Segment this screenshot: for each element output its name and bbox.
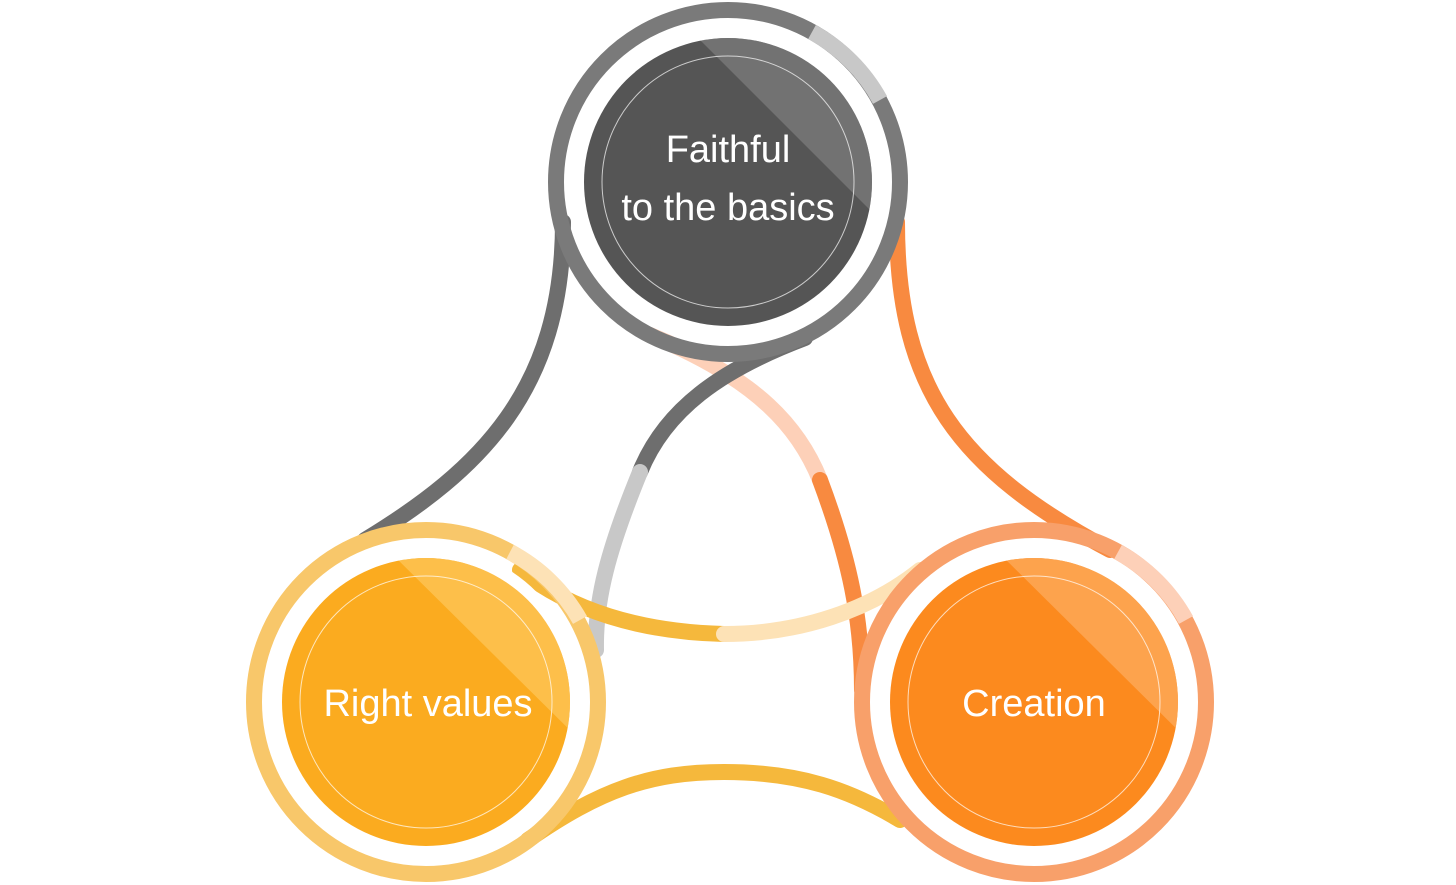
node-top-outer-ring bbox=[548, 2, 908, 362]
node-left-inner-line bbox=[299, 575, 553, 829]
connector-left-right-upper bbox=[512, 562, 732, 642]
connector-top-left-inner-2 bbox=[587, 464, 648, 658]
node-right-inner-line bbox=[907, 575, 1161, 829]
connector-top-right bbox=[889, 214, 1118, 558]
node-left-label: Right values bbox=[323, 683, 532, 725]
connector-left-right-lower bbox=[520, 763, 908, 848]
node-left: Right values bbox=[246, 522, 606, 882]
node-top-ring-accent bbox=[808, 24, 888, 104]
node-top-label-line1: Faithful bbox=[666, 129, 791, 171]
svg-text:Faithful: Faithful bbox=[666, 129, 791, 171]
node-right-ring-accent bbox=[1114, 544, 1194, 624]
node-top: Faithful to the basics bbox=[548, 2, 908, 362]
connector-top-right-inner-2 bbox=[812, 472, 870, 698]
svg-text:to the basics: to the basics bbox=[621, 187, 834, 229]
node-top-inner-line bbox=[601, 55, 855, 309]
connector-top-left bbox=[357, 214, 571, 548]
node-left-outer-ring bbox=[246, 522, 606, 882]
node-top-label-line2: to the basics bbox=[621, 187, 834, 229]
node-right-label: Creation bbox=[962, 683, 1106, 725]
node-left-ring-accent bbox=[506, 544, 587, 625]
node-right-outer-ring bbox=[854, 522, 1214, 882]
node-right: Creation bbox=[854, 522, 1214, 882]
